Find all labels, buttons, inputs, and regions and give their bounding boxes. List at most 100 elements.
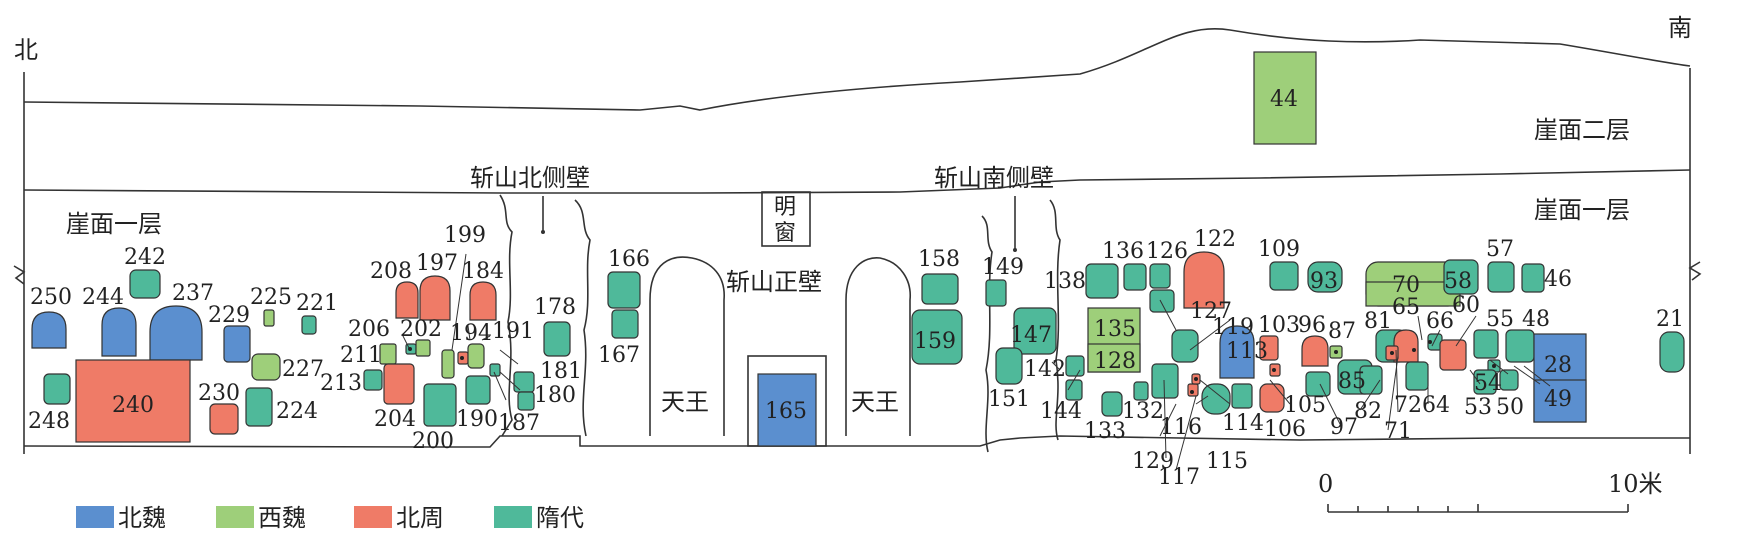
cave-60 bbox=[1439, 339, 1467, 371]
cave-label-109: 109 bbox=[1258, 237, 1300, 262]
cave-label-127: 127 bbox=[1190, 299, 1232, 324]
first-layer-right-label: 崖面一层 bbox=[1534, 196, 1630, 224]
cave-158 bbox=[921, 273, 959, 305]
cave-label-48: 48 bbox=[1522, 307, 1550, 332]
cave-label-133: 133 bbox=[1084, 419, 1126, 444]
cave-label-57: 57 bbox=[1486, 237, 1514, 262]
cave-label-126: 126 bbox=[1146, 239, 1188, 264]
cave-label-237: 237 bbox=[172, 281, 214, 306]
leader-127 bbox=[1159, 299, 1177, 331]
cave-97 bbox=[1305, 371, 1331, 397]
south-wall-pointer-dot bbox=[1013, 248, 1017, 252]
cave-label-206: 206 bbox=[348, 317, 390, 342]
leader-116-b bbox=[1199, 379, 1231, 405]
cave-label-187: 187 bbox=[498, 411, 540, 436]
cave-113 bbox=[1219, 325, 1255, 379]
legend: 北魏 西魏 北周 隋代 bbox=[76, 504, 584, 532]
north-wall-edge-left bbox=[499, 194, 513, 437]
leader-105 bbox=[1269, 379, 1291, 405]
marker-dot-9 bbox=[1412, 348, 1416, 352]
cave-label-227: 227 bbox=[282, 357, 324, 382]
north-wall-edge-right bbox=[574, 199, 591, 437]
leader-53 bbox=[1469, 369, 1481, 385]
cave-label-204: 204 bbox=[374, 407, 416, 432]
leader-191 bbox=[481, 335, 491, 341]
south-label: 南 bbox=[1668, 14, 1692, 42]
cave-147 bbox=[1013, 307, 1057, 355]
cave-label-202: 202 bbox=[400, 317, 442, 342]
cave-48 bbox=[1505, 329, 1535, 363]
cave-106 bbox=[1259, 383, 1285, 413]
zone-labels: 北 南 崖面二层 崖面一层 崖面一层 斩山北侧壁 斩山南侧壁 斩山正壁 天王 天… bbox=[14, 14, 1692, 416]
cave-202 bbox=[415, 339, 431, 357]
cave-label-151: 151 bbox=[988, 387, 1030, 412]
cave-label-46: 46 bbox=[1544, 267, 1572, 292]
cliff-outlines bbox=[13, 28, 1702, 454]
cave-label-147: 147 bbox=[1010, 323, 1052, 348]
marker-dot-8 bbox=[1492, 364, 1496, 368]
legend-swatch-beizhou bbox=[354, 506, 392, 528]
cave-label-248: 248 bbox=[28, 409, 70, 434]
cave-label-190: 190 bbox=[456, 407, 498, 432]
cave-53 bbox=[1473, 369, 1497, 395]
cave-label-113: 113 bbox=[1226, 339, 1268, 364]
cave-label-129: 129 bbox=[1132, 449, 1174, 474]
bright-window-frame bbox=[761, 191, 811, 247]
cave-label-194: 194 bbox=[450, 321, 492, 346]
marker-dot-5 bbox=[1334, 350, 1338, 354]
cave-label-184: 184 bbox=[462, 259, 504, 284]
cave-label-70: 70 bbox=[1392, 273, 1420, 298]
leader-60 bbox=[1455, 315, 1477, 347]
cave-label-200: 200 bbox=[412, 429, 454, 454]
cave-shapes bbox=[31, 51, 1685, 447]
cave-142 bbox=[1065, 355, 1085, 377]
cave-49 bbox=[1533, 379, 1587, 423]
cave-label-178: 178 bbox=[534, 295, 576, 320]
marker-dot-6 bbox=[1428, 340, 1432, 344]
cave-225 bbox=[263, 309, 275, 327]
cave-label-199: 199 bbox=[444, 223, 486, 248]
cave-label-114: 114 bbox=[1222, 411, 1264, 436]
cave-229 bbox=[223, 325, 251, 363]
leader-66 bbox=[1431, 329, 1441, 347]
leader-144 bbox=[1067, 369, 1081, 391]
leader-117 bbox=[1175, 395, 1197, 471]
cave-138 bbox=[1085, 263, 1119, 299]
cave-label-105: 105 bbox=[1284, 393, 1326, 418]
heavenly-king-niche-right bbox=[845, 257, 911, 436]
cave-label-103: 103 bbox=[1258, 313, 1300, 338]
north-wall-pointer-dot bbox=[541, 230, 545, 234]
cave-248 bbox=[43, 373, 71, 405]
heavenly-king-right-label: 天王 bbox=[851, 388, 899, 416]
cave-151 bbox=[995, 347, 1023, 385]
cave-label-191: 191 bbox=[492, 319, 534, 344]
cave-label-82: 82 bbox=[1354, 399, 1382, 424]
cave-128 bbox=[1087, 343, 1141, 373]
cave-230 bbox=[209, 403, 239, 435]
cave-label-229: 229 bbox=[208, 303, 250, 328]
cave-label-132: 132 bbox=[1122, 399, 1164, 424]
cave-46 bbox=[1521, 263, 1545, 293]
leader-49 bbox=[1523, 365, 1551, 387]
cave-label-55: 55 bbox=[1486, 307, 1514, 332]
cave-label-115: 115 bbox=[1206, 449, 1248, 474]
heavenly-king-niche-left bbox=[649, 256, 725, 436]
first-layer-left-label: 崖面一层 bbox=[66, 210, 162, 238]
cave-label-149: 149 bbox=[982, 255, 1024, 280]
cave-184 bbox=[469, 281, 497, 321]
south-wall-edge-left bbox=[981, 215, 993, 453]
cave-label-117: 117 bbox=[1158, 465, 1200, 490]
cave-165 bbox=[757, 373, 817, 447]
bright-window-label-2: 窗 bbox=[774, 221, 796, 246]
cave-label-136: 136 bbox=[1102, 239, 1144, 264]
marker-dot-4 bbox=[1272, 368, 1276, 372]
cave-200 bbox=[423, 383, 457, 427]
cave-159 bbox=[911, 309, 963, 365]
cave-64 bbox=[1405, 361, 1429, 391]
leader-71 bbox=[1387, 355, 1399, 431]
scale-start-label: 0 bbox=[1318, 470, 1333, 498]
cave-label-44: 44 bbox=[1270, 87, 1298, 112]
ground-line bbox=[23, 435, 1690, 448]
cave-129 bbox=[1151, 363, 1179, 399]
